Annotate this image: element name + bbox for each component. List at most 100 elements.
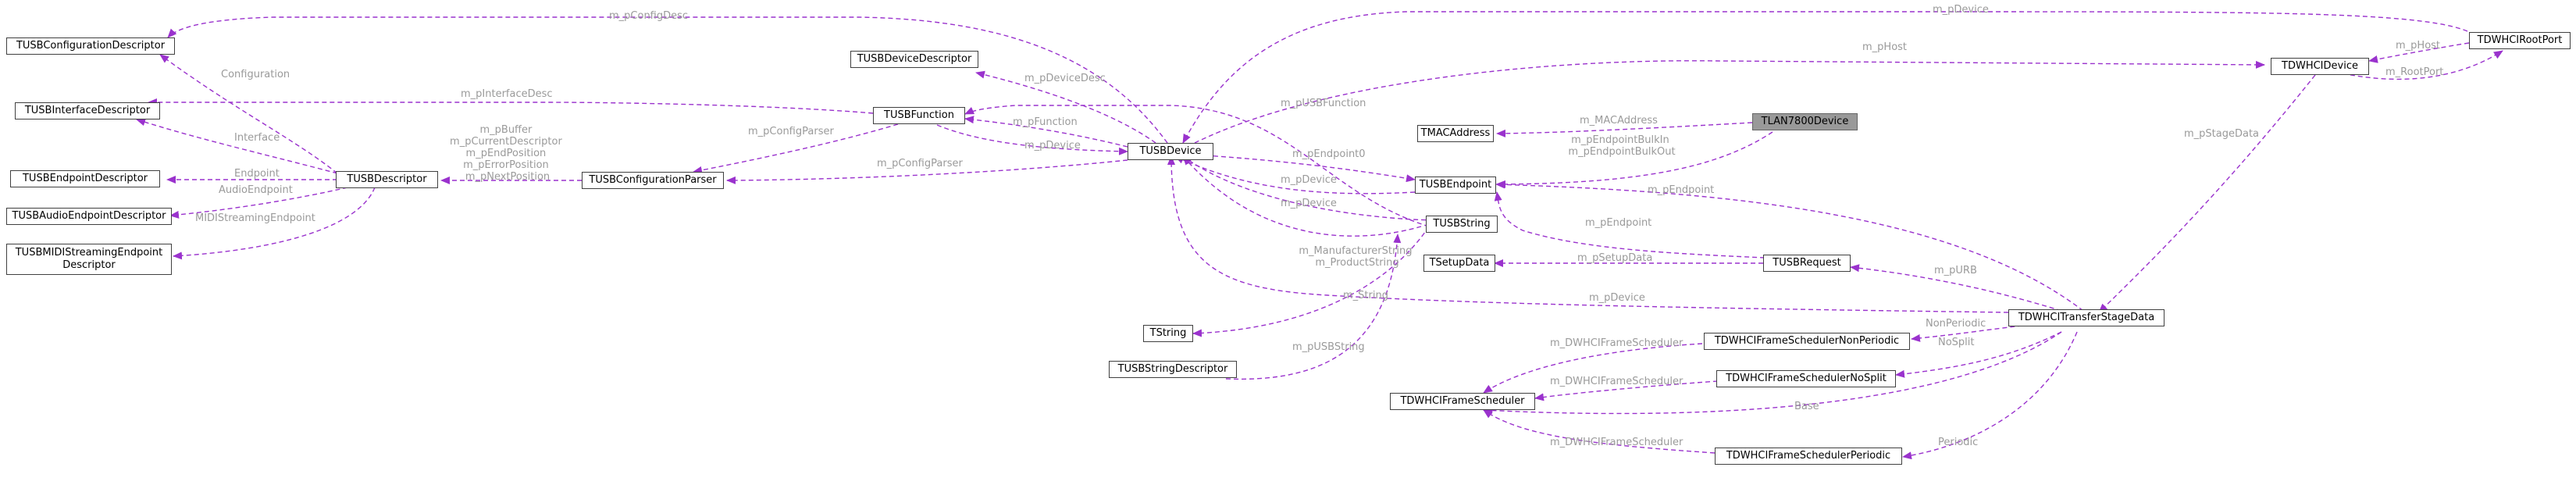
class-name: TDWHCIFrameScheduler [1400,395,1525,407]
class-node-midi-streaming-endpoint-descriptor[interactable]: TUSBMIDIStreamingEndpoint Descriptor [6,244,172,275]
class-name: TMACAddress [1420,127,1491,139]
edge-function-device [936,124,1128,155]
edge-label: m_pSetupData [1577,252,1652,264]
edge-lan7800-endpoint [1496,131,1773,188]
class-node-endpoint[interactable]: TUSBEndpoint [1415,177,1496,194]
class-name: TUSBAudioEndpointDescriptor [12,210,166,222]
edge-label: m_pDevice [1281,174,1337,186]
edge-label-parser-members: m_pBuffer m_pCurrentDescriptor m_pEndPos… [450,124,565,183]
edge-label: m_pUSBFunction [1281,98,1366,109]
edge-label: m_MACAddress [1580,115,1658,127]
parser-member-5: m_pNextPosition [465,171,550,183]
class-node-frame-scheduler-periodic[interactable]: TDWHCIFrameSchedulerPeriodic [1715,448,1902,465]
edge-nosplit-transfer [1895,331,2062,378]
edge-label: m_pDevice [1281,198,1337,209]
class-name: TDWHCIFrameSchedulerNonPeriodic [1714,335,1900,347]
edge-periodic-scheduler [1483,409,1716,454]
parser-member-3: m_pEndPosition [466,148,547,159]
edge-descriptor-audio-desc [169,187,348,219]
class-node-usb-string[interactable]: TUSBString [1426,216,1498,233]
edge-label: m_pHost [2396,40,2440,52]
manufacturer-string-label: m_ManufacturerString [1299,245,1412,257]
class-name: TUSBInterfaceDescriptor [24,105,151,116]
class-node-lan7800-device[interactable]: TLAN7800Device [1752,113,1858,130]
edge-device-function [964,116,1128,148]
edge-label: m_pEndpoint [1648,184,1714,196]
edge-label: m_pDeviceDesc [1024,73,1106,84]
edge-transfer-endpoint [1495,180,2084,312]
edge-label: m_DWHCIFrameScheduler [1550,337,1683,349]
class-node-configuration-parser[interactable]: TUSBConfigurationParser [582,172,724,189]
class-node-endpoint-descriptor[interactable]: TUSBEndpointDescriptor [10,170,160,187]
class-node-interface-descriptor[interactable]: TUSBInterfaceDescriptor [15,102,160,119]
edge-label: m_pConfigDesc [609,10,688,22]
edge-label: m_pInterfaceDesc [461,88,553,100]
edge-transfer-request [1850,264,2062,312]
class-node-hci-device[interactable]: TDWHCIDevice [2271,58,2369,75]
class-node-tstring[interactable]: TString [1143,325,1193,342]
class-name: TUSBDevice [1139,145,1202,157]
class-name: TUSBDescriptor [347,173,427,185]
class-node-root-port[interactable]: TDWHCIRootPort [2469,32,2571,49]
class-name: TSetupData [1429,257,1490,269]
edge-descriptor-midi-desc [173,187,376,260]
class-node-setup-data[interactable]: TSetupData [1423,255,1495,272]
class-name: TDWHCITransferStageData [2018,312,2155,323]
edge-label: m_pDevice [1024,140,1081,152]
class-name: TUSBStringDescriptor [1117,363,1228,375]
class-name: TDWHCIRootPort [2477,34,2563,46]
edge-label: MIDIStreamingEndpoint [195,212,315,224]
class-node-request[interactable]: TUSBRequest [1763,255,1851,272]
edge-nosplit-scheduler [1534,380,1719,401]
class-node-frame-scheduler-nonperiodic[interactable]: TDWHCIFrameSchedulerNonPeriodic [1704,333,1910,350]
class-node-string-descriptor[interactable]: TUSBStringDescriptor [1109,361,1237,378]
edge-label-endpoint-bulk: m_pEndpointBulkIn m_pEndpointBulkOut [1568,134,1675,158]
class-name: TUSBEndpoint [1419,179,1492,191]
class-name: TUSBMIDIStreamingEndpoint Descriptor [15,247,163,271]
bulk-in-label: m_pEndpointBulkIn [1571,134,1669,146]
class-name: TString [1149,327,1187,339]
class-node-device[interactable]: TUSBDevice [1128,143,1213,160]
class-name: TUSBRequest [1773,257,1841,269]
edge-label: m_pHost [1862,41,1907,53]
class-name: TUSBConfigurationParser [589,174,717,186]
class-node-audio-endpoint-descriptor[interactable]: TUSBAudioEndpointDescriptor [6,208,172,225]
edge-label: m_pDevice [1933,4,1989,16]
class-node-transfer-stage-data[interactable]: TDWHCITransferStageData [2008,309,2164,326]
edge-request-endpoint [1494,191,1765,259]
class-node-mac-address[interactable]: TMACAddress [1417,125,1494,142]
class-name: TUSBDeviceDescriptor [857,53,972,65]
class-name: TDWHCIDevice [2282,60,2358,72]
edge-stringdesc-usbstring [1225,234,1402,380]
parser-member-1: m_pBuffer [479,124,533,136]
class-node-frame-scheduler-nosplit[interactable]: TDWHCIFrameSchedulerNoSplit [1716,370,1896,387]
class-node-configuration-descriptor[interactable]: TUSBConfigurationDescriptor [6,37,175,55]
class-node-device-descriptor[interactable]: TUSBDeviceDescriptor [850,51,978,68]
edge-label: m_pURB [1934,265,1977,276]
edge-label: m_pDevice [1589,292,1645,304]
edge-rootport-hci [2368,42,2470,63]
product-string-label: m_ProductString [1315,257,1398,269]
edge-label: m_pConfigParser [748,126,834,137]
edge-function-interface-desc [148,98,874,114]
edge-label: Periodic [1938,437,1978,448]
class-node-frame-scheduler[interactable]: TDWHCIFrameScheduler [1390,393,1535,410]
edge-transfer-periodic [1902,331,2078,460]
edge-label: NonPeriodic [1926,318,1986,330]
edge-label: Interface [234,132,280,144]
edge-label: m_DWHCIFrameScheduler [1550,376,1683,387]
class-node-function[interactable]: TUSBFunction [873,107,965,124]
edge-usbstring-device-strings [1182,155,1422,237]
class-name: TUSBString [1433,218,1491,230]
edge-label-strings: m_ManufacturerString m_ProductString [1299,245,1415,269]
edge-label: Configuration [221,69,290,80]
edge-hci-rootport [2342,50,2503,80]
edge-usbstring-tstring [1192,226,1430,337]
edge-label: m_pUSBString [1292,341,1365,353]
class-node-descriptor[interactable]: TUSBDescriptor [336,171,438,188]
edge-label: m_String [1343,290,1388,301]
class-name: TLAN7800Device [1761,116,1849,127]
edge-nonperiodic-scheduler [1483,343,1703,394]
